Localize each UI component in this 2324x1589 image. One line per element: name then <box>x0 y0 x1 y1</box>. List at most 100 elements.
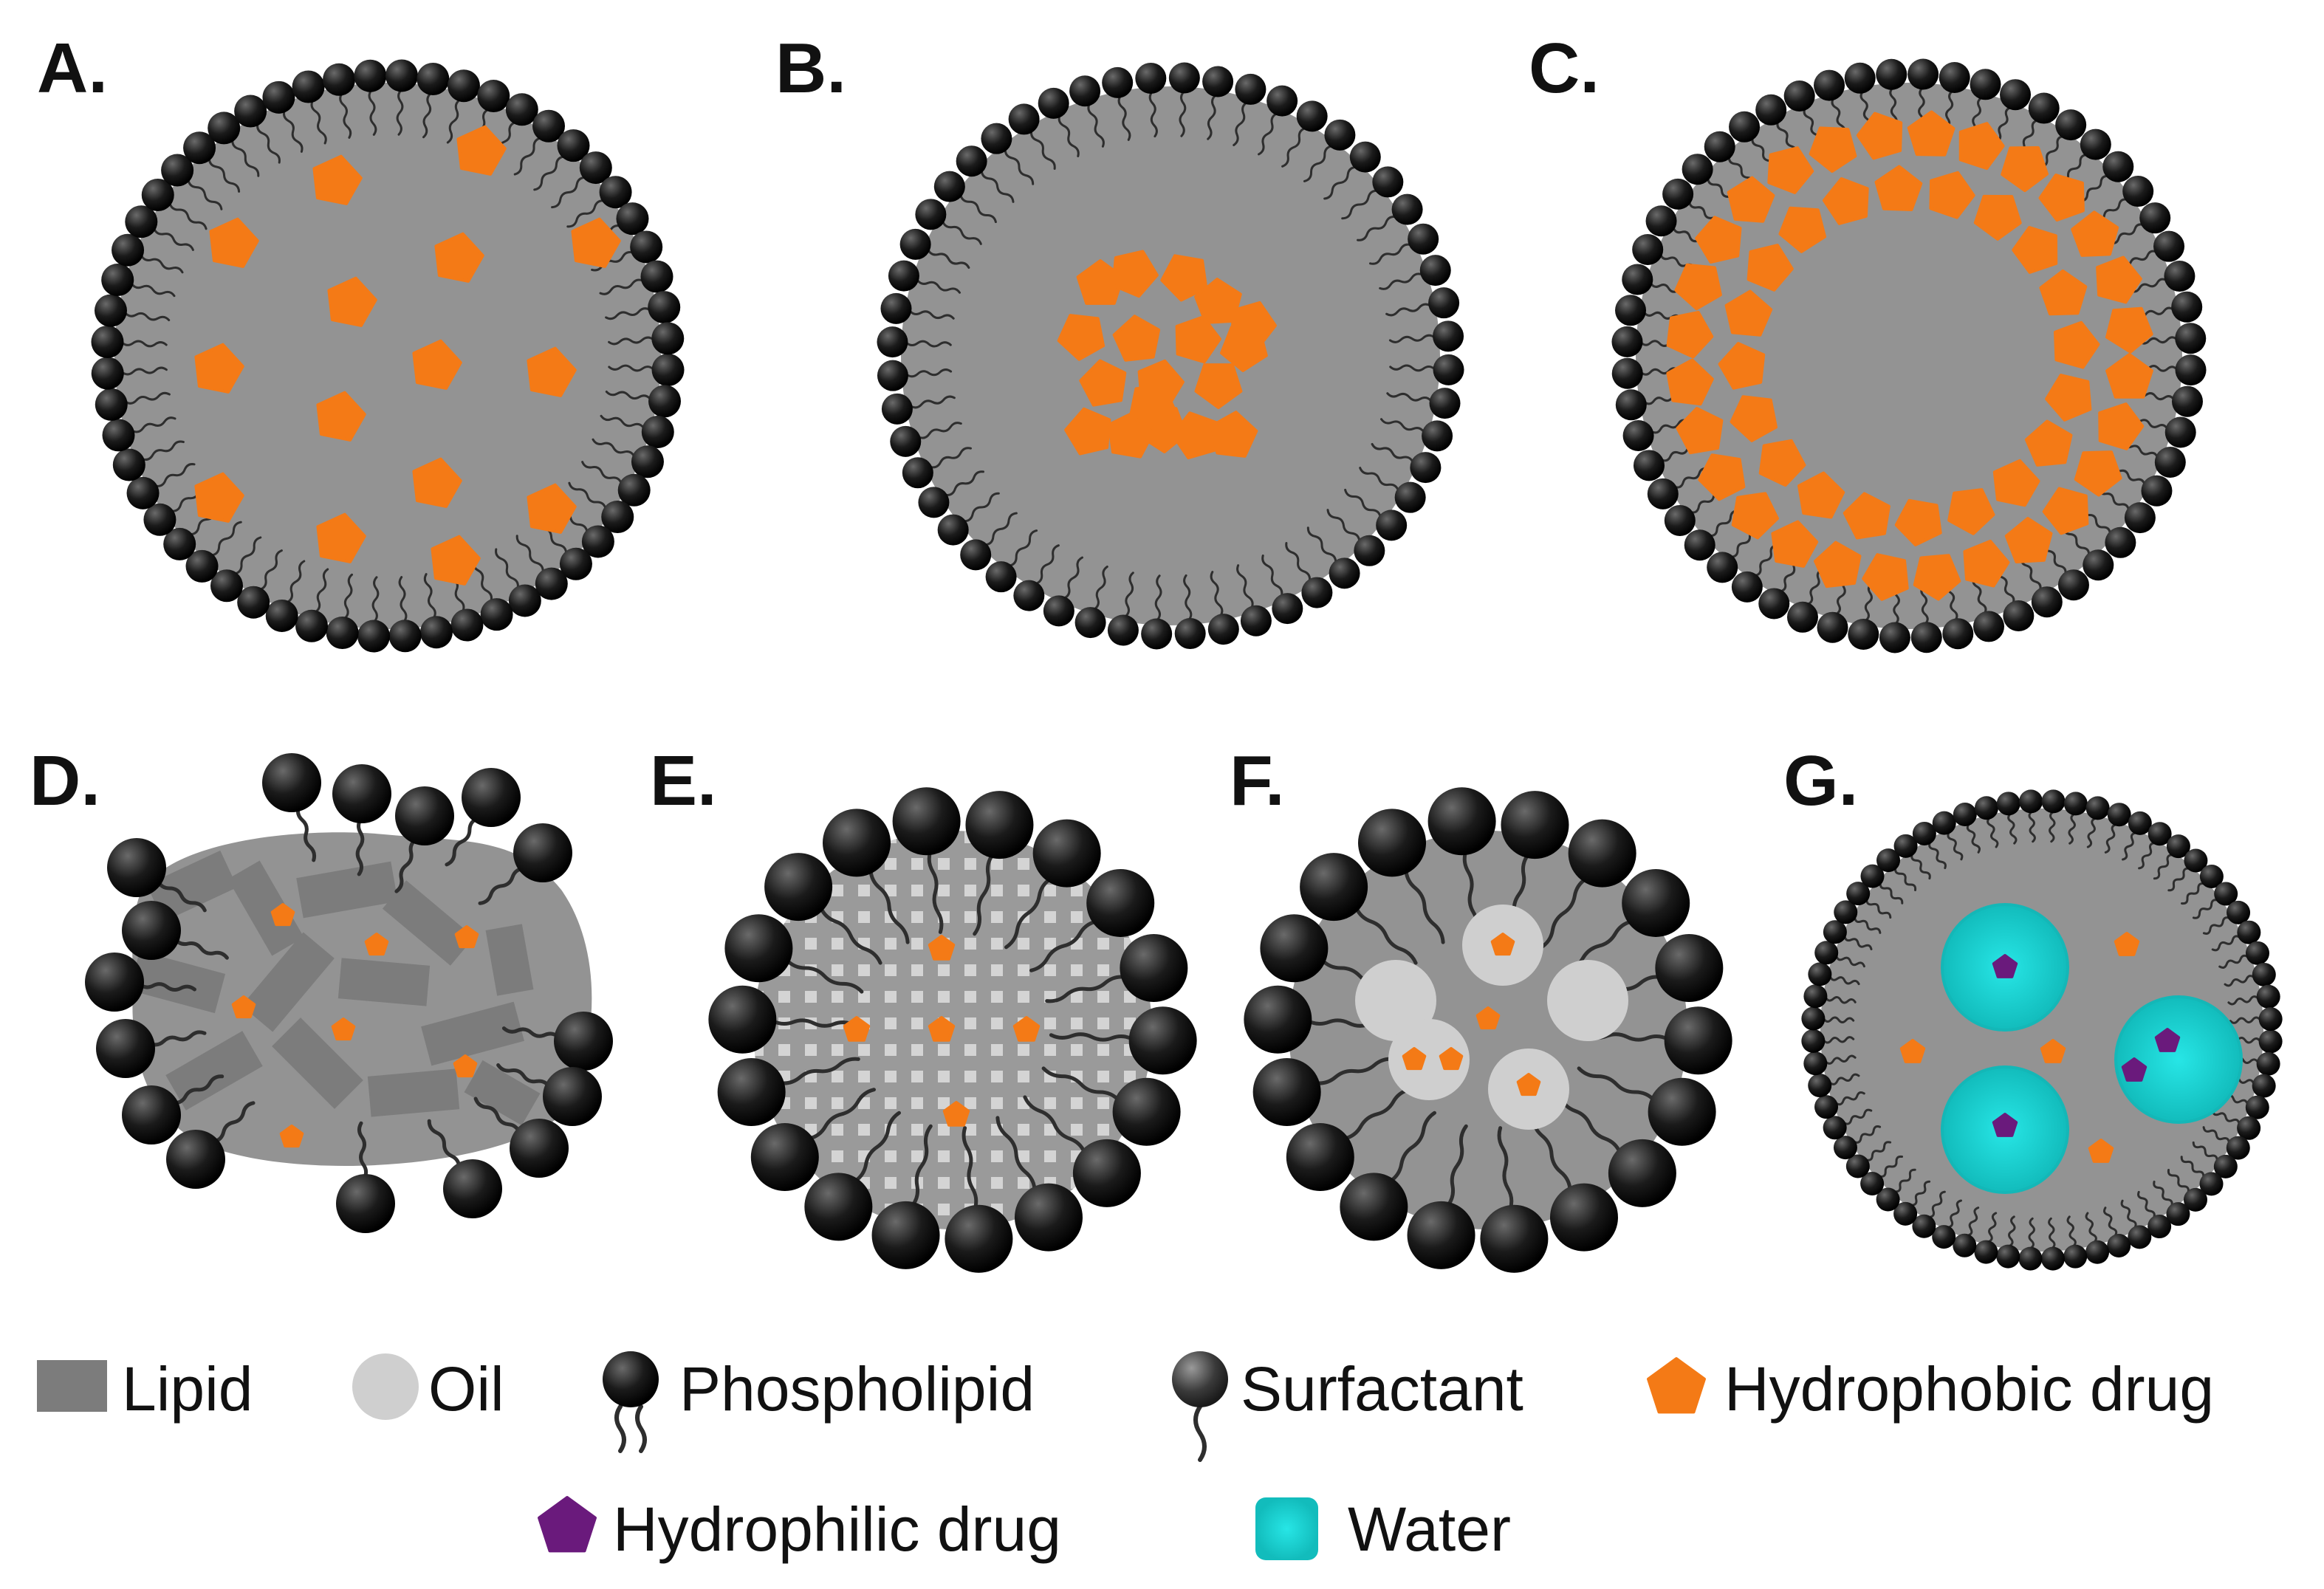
lipid-block <box>337 958 431 1006</box>
legend-label-phospholipid: Phospholipid <box>679 1354 1035 1424</box>
legend: Lipid Oil Phospholipid Surfactant Hydrop… <box>37 1351 2214 1564</box>
tail <box>1035 544 1060 585</box>
phospholipid-head <box>85 953 144 1012</box>
phospholipid-head <box>2080 128 2111 160</box>
tail <box>339 92 352 139</box>
tail <box>1063 556 1083 600</box>
tail <box>2120 1199 2137 1229</box>
phospholipid-head <box>1260 914 1329 983</box>
tail <box>1920 586 1929 625</box>
hydrophobic-drug <box>571 217 621 268</box>
tail <box>1049 1032 1134 1042</box>
phospholipid-head <box>764 853 833 922</box>
tail <box>1910 853 1931 880</box>
tail <box>1828 975 1860 986</box>
phospholipid-head <box>708 985 777 1054</box>
phospholipid-head <box>1996 792 2020 816</box>
tail <box>916 278 961 294</box>
tail <box>1023 1095 1086 1155</box>
hydrophobic-drug <box>1012 1016 1041 1042</box>
tail <box>495 548 519 589</box>
tail <box>211 1101 256 1144</box>
phospholipid-head <box>417 62 450 95</box>
phospholipid-head <box>96 1019 155 1078</box>
phospholipid-head <box>1655 934 1724 1003</box>
core <box>1289 831 1687 1229</box>
legend-item-phospholipid: Phospholipid <box>603 1351 1035 1453</box>
tail <box>592 438 636 458</box>
tail <box>2028 1217 2035 1249</box>
phospholipid-head <box>1664 1006 1732 1075</box>
phospholipid-head <box>1120 934 1188 1003</box>
phospholipid-head <box>1907 58 1939 90</box>
oil-droplet <box>1388 1019 1470 1100</box>
panel-label-d: D. <box>30 741 100 820</box>
phospholipid-head <box>1102 66 1134 98</box>
tail <box>1831 97 1846 136</box>
tail <box>2218 954 2249 969</box>
tail <box>2211 935 2241 952</box>
hydrophobic-drug <box>1674 263 1722 311</box>
legend-item-lipid: Lipid <box>37 1354 253 1424</box>
hydrophobic-drug <box>312 154 363 205</box>
phospholipid-head <box>2148 822 2172 846</box>
water-swatch <box>1255 1497 1318 1560</box>
hydrophobic-drug <box>194 343 244 394</box>
phospholipid-head <box>91 326 124 359</box>
lipid-block <box>382 880 475 966</box>
tail <box>2049 811 2056 843</box>
hydrophobic-drug <box>527 483 577 534</box>
tail <box>868 868 910 944</box>
hydrophobic-drug <box>412 339 462 390</box>
phospholipid-head <box>2063 1244 2088 1269</box>
tail <box>1179 90 1187 137</box>
hydrophobic-drug <box>527 346 577 397</box>
tail <box>984 512 1018 546</box>
phospholipid-head <box>532 109 566 143</box>
tail <box>927 248 970 269</box>
phospholipid-head <box>1808 962 1832 986</box>
hydrophobic-drug <box>453 1054 478 1078</box>
phospholipid-head <box>823 809 891 877</box>
phospholipid-head <box>717 1057 786 1126</box>
phospholipid-head <box>122 1085 181 1144</box>
phospholipid-head <box>1647 478 1679 509</box>
oil-swatch <box>352 1353 419 1420</box>
tail <box>908 309 955 320</box>
tail <box>130 282 176 298</box>
phospholipid-head <box>1408 223 1439 255</box>
tail <box>2129 278 2167 293</box>
panel-label-g: G. <box>1783 741 1858 820</box>
hydrophobic-drug <box>456 125 507 176</box>
phospholipid-head <box>141 178 174 211</box>
phospholipid-head <box>2083 549 2114 581</box>
phospholipid-head <box>1814 1095 1839 1119</box>
phospholipid-head <box>1135 62 1167 94</box>
phospholipid-head <box>2171 291 2203 323</box>
tail <box>2227 995 2259 1006</box>
legend-label-hydrophilic-drug: Hydrophilic drug <box>613 1494 1061 1564</box>
legend-item-oil: Oil <box>352 1353 504 1424</box>
phospholipid-head <box>648 385 682 418</box>
phospholipid-head <box>477 80 510 113</box>
phospholipid-head <box>2183 1187 2207 1212</box>
tail <box>1341 189 1379 220</box>
tail <box>394 837 418 893</box>
phospholipid-head <box>1611 326 1643 357</box>
tail <box>2167 867 2190 892</box>
phospholipid-head <box>1731 571 1763 603</box>
phospholipid-head <box>2102 151 2134 182</box>
phospholipid-head <box>1480 1204 1549 1273</box>
phospholipid-head <box>1817 611 1848 643</box>
tail <box>1497 1126 1514 1211</box>
hydrophobic-drug <box>434 232 484 283</box>
phospholipid-head <box>166 1130 225 1189</box>
tail <box>980 169 1015 203</box>
panel-a-nanoparticle <box>91 59 685 653</box>
tail <box>496 1063 552 1089</box>
phospholipid-head <box>385 59 418 92</box>
hydrophilic-drug <box>2121 1057 2148 1082</box>
phospholipid-tail <box>614 1404 626 1453</box>
hydrophobic-drug <box>1958 122 2005 171</box>
tail <box>427 1119 462 1170</box>
